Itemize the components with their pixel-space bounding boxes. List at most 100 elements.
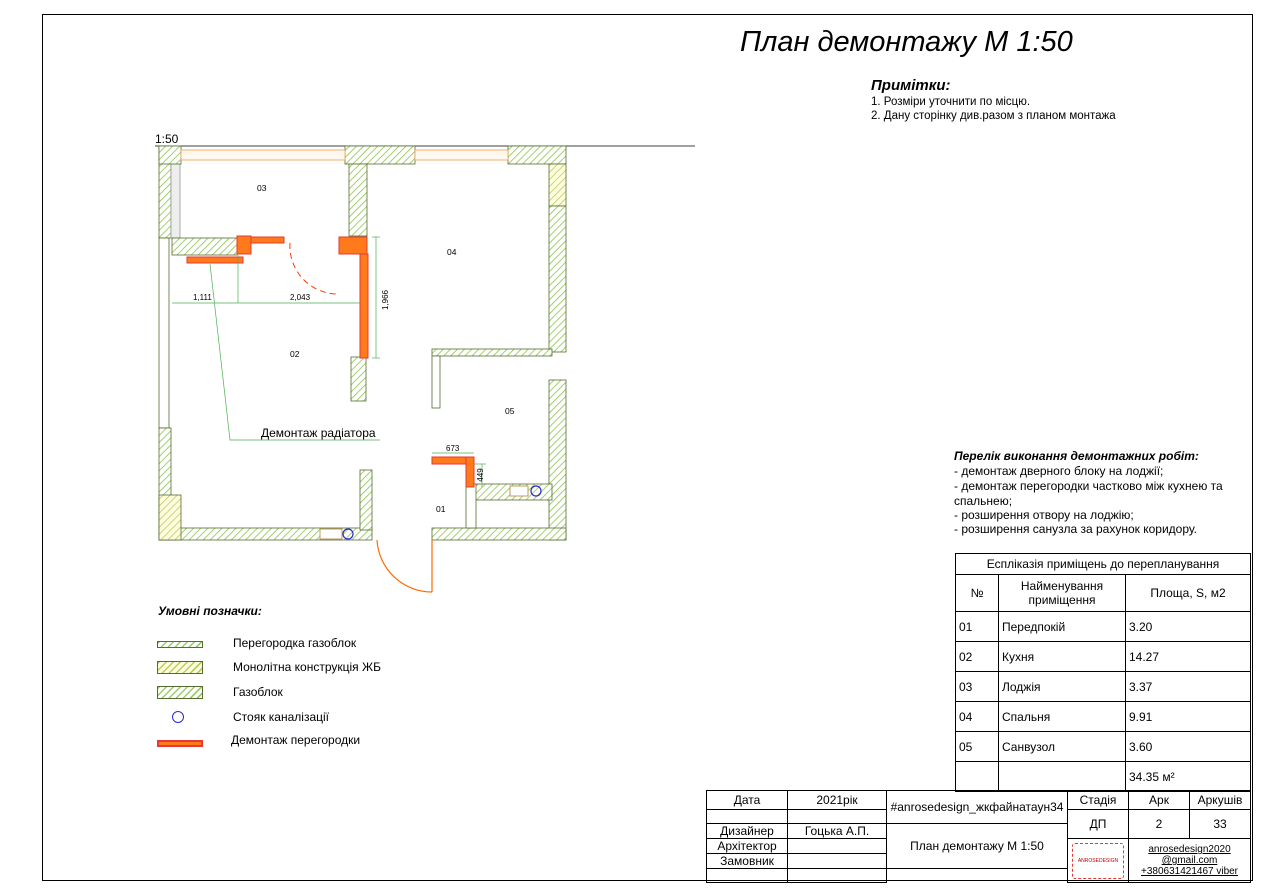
cell (998, 761, 1126, 792)
window (180, 149, 346, 161)
wall (158, 494, 182, 541)
sheets-value: 33 (1189, 809, 1251, 839)
architect-label: Архітектор (706, 838, 788, 854)
legend-heading: Умовні позначки: (158, 604, 262, 618)
contact-cell: anrosedesign2020 @gmail.com +38063142146… (1128, 838, 1251, 883)
cell (955, 761, 999, 792)
wall (158, 145, 182, 165)
door-swing (289, 242, 337, 295)
logo: ANROSEDESIGN (1072, 842, 1124, 879)
wall (465, 483, 477, 529)
cell: 3.20 (1125, 611, 1251, 642)
cell: Санвузол (998, 731, 1126, 762)
riser-circle (342, 528, 354, 540)
cell: 01 (955, 611, 999, 642)
dimension-text: 1,111 (193, 293, 212, 302)
demolition (236, 235, 252, 255)
window (414, 149, 509, 161)
column-header: Площа, S, м2 (1125, 574, 1251, 612)
demolition (338, 236, 368, 255)
cell: Спальня (998, 701, 1126, 732)
designer-value: Гоцька А.П. (787, 823, 887, 839)
title-block: Дата 2021рік #anrosedesign_жкфайнатаун34… (706, 790, 1251, 883)
page-title: План демонтажу М 1:50 (740, 26, 1073, 58)
wall (548, 379, 567, 541)
legend-label: Перегородка газоблок (233, 636, 357, 650)
date-label: Дата (706, 790, 788, 810)
total-area: 34.35 м² (1125, 761, 1251, 792)
dimension-text: 449 (476, 468, 485, 482)
demolition (186, 256, 244, 264)
contact-phone: +380631421467 viber (1140, 866, 1239, 877)
cell: 02 (955, 641, 999, 672)
cell: 03 (955, 671, 999, 702)
project-tag: #anrosedesign_жкфайнатаун34 (886, 790, 1068, 824)
legend-symbol-partition (157, 641, 203, 648)
legend-label: Стояк каналізації (233, 710, 329, 724)
column-header: № (955, 574, 999, 612)
logo-cell: ANROSEDESIGN (1067, 838, 1129, 883)
designer-label: Дизайнер (706, 823, 788, 839)
wall (348, 163, 368, 237)
callout-text: Демонтаж радіатора (261, 426, 376, 440)
legend-label: Газоблок (233, 685, 283, 699)
notes-heading: Примітки: (871, 77, 951, 94)
wall (171, 237, 238, 256)
explication-caption: Еспліказія приміщень до перепланування (955, 553, 1251, 575)
wall (350, 356, 367, 402)
cell: 3.60 (1125, 731, 1251, 762)
wall (431, 348, 553, 357)
demolition (250, 236, 285, 244)
riser-icon (172, 711, 184, 723)
legend-label: Демонтаж перегородки (231, 733, 361, 747)
cell: 05 (955, 731, 999, 762)
wall (431, 527, 567, 541)
wall (359, 469, 373, 531)
room-label: 01 (436, 504, 446, 514)
room-label: 04 (447, 247, 457, 257)
legend-label: Монолітна конструкція ЖБ (233, 660, 381, 674)
door-swing (376, 539, 433, 593)
note-item: 2. Дану сторінку див.разом з планом монт… (871, 110, 1116, 122)
cell: 3.37 (1125, 671, 1251, 702)
legend-symbol-gasblock (157, 686, 203, 699)
work-item: - розширення отвору на лоджію; (954, 508, 1134, 522)
contact-email: anrosedesign2020 (1148, 844, 1231, 855)
note-item: 1. Розміри уточнити по місцю. (871, 96, 1031, 108)
customer-label: Замовник (706, 853, 788, 869)
cell: Кухня (998, 641, 1126, 672)
scale-label: 1:50 (155, 132, 179, 146)
cell: 14.27 (1125, 641, 1251, 672)
wall (344, 145, 416, 165)
column-header: Найменування приміщення (998, 574, 1126, 612)
wall (548, 205, 567, 353)
cell: 9.91 (1125, 701, 1251, 732)
cell: Передпокій (998, 611, 1126, 642)
demolition (359, 253, 369, 359)
sheet-title: План демонтажу М 1:50 (886, 823, 1068, 869)
legend-symbol-monolith (157, 661, 203, 674)
wall (507, 145, 567, 165)
legend-symbol-demolition (157, 740, 203, 747)
riser-circle (530, 485, 542, 497)
table-row-total: 34.35 м² (955, 761, 1251, 792)
room-label: 05 (505, 406, 515, 416)
work-item: спальнею; (954, 494, 1013, 508)
wall (548, 163, 567, 207)
fixture (319, 528, 343, 540)
wall (158, 237, 170, 429)
contact-email-domain: @gmail.com (1161, 855, 1218, 866)
work-item: - демонтаж перегородки частково між кухн… (954, 479, 1223, 493)
date-value: 2021рік (787, 790, 887, 810)
dimension-text: 1,966 (381, 289, 390, 310)
stage-value: ДП (1067, 809, 1129, 839)
wall (431, 355, 441, 409)
room-label: 03 (257, 183, 267, 193)
callout-leader (209, 263, 380, 441)
explication-table: Еспліказія приміщень до перепланування №… (955, 553, 1251, 792)
